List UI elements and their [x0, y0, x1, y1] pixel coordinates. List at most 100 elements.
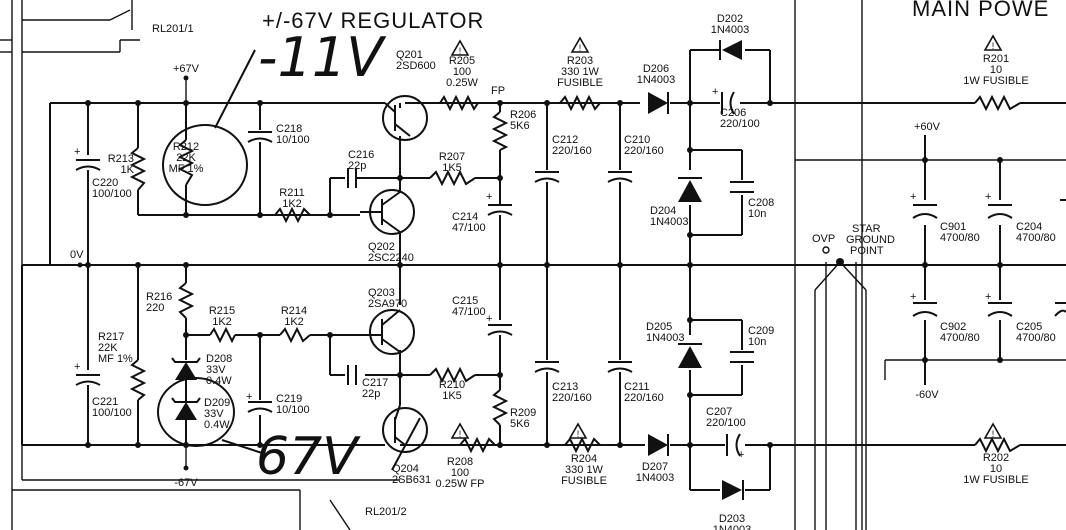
circuit-title: +/-67V REGULATOR — [262, 8, 484, 33]
r213-symbol — [129, 147, 147, 191]
warning-icon-r208: ! — [450, 422, 470, 439]
c221-label-1: 100/100 — [92, 407, 132, 419]
r202-label-0: R202 — [983, 452, 1009, 464]
r201-label-2: 1W FUSIBLE — [963, 75, 1028, 87]
star-ground-point — [814, 246, 867, 530]
r217-label-2: MF 1% — [98, 353, 133, 365]
c216-label-0: C216 — [348, 149, 374, 161]
q204-label-1: 2SB631 — [392, 474, 431, 486]
star-label-2: GROUND — [846, 234, 895, 246]
c902-label-0: C902 — [940, 321, 966, 333]
c214-symbol: + — [486, 191, 513, 222]
svg-text:+: + — [712, 86, 718, 98]
r202-symbol — [974, 436, 1021, 454]
r207-symbol — [429, 169, 476, 187]
svg-text:+: + — [910, 191, 916, 203]
r202-label-2: 1W FUSIBLE — [963, 474, 1028, 486]
r213-label-1: 1K — [121, 164, 135, 176]
r208-label-2: 0.25W FP — [436, 478, 485, 490]
q203-symbol — [360, 309, 415, 355]
c213-symbol — [534, 361, 560, 380]
c901-label-1: 4700/80 — [940, 232, 980, 244]
r210-label-0: R210 — [439, 379, 465, 391]
c211-label-1: 220/160 — [624, 392, 664, 404]
d207-symbol — [648, 434, 669, 456]
r209-label-1: 5K6 — [510, 418, 530, 430]
d205-label-0: D205 — [646, 321, 672, 333]
d204-label-0: D204 — [650, 205, 676, 217]
r215-symbol — [209, 326, 236, 344]
r212-symbol — [177, 139, 195, 186]
c221-label-0: C221 — [92, 396, 118, 408]
c205-label-0: C205 — [1016, 321, 1042, 333]
svg-text:+: + — [738, 449, 744, 461]
c209-symbol — [730, 351, 754, 363]
svg-text:+: + — [74, 361, 80, 373]
d209-label-0: D209 — [204, 397, 230, 409]
r212-label-1: 22K — [176, 152, 196, 164]
d209-symbol — [171, 380, 201, 445]
annotation-top-text: -11V — [258, 26, 387, 89]
c213-label-1: 220/160 — [552, 392, 592, 404]
junction-dots — [85, 100, 1003, 448]
r204-label-0: R204 — [571, 453, 597, 465]
r206-symbol — [491, 111, 509, 151]
r203-label-2: FUSIBLE — [557, 77, 603, 89]
r205-label-2: 0.25W — [446, 77, 478, 89]
rail-neg60-label: -60V — [915, 389, 939, 401]
warning-icon-r205: ! — [450, 39, 470, 56]
q202-symbol — [360, 189, 415, 235]
r201-symbol — [974, 94, 1021, 112]
q201-label-1: 2SD600 — [396, 60, 436, 72]
svg-text:!: ! — [579, 43, 582, 53]
warning-icon-r204: ! — [568, 422, 588, 439]
handwritten-annotations: -11V 67V — [157, 26, 421, 487]
annotation-circle-bottom — [157, 377, 235, 447]
c211-label-0: C211 — [624, 381, 649, 393]
rail-neg67-label: -67V — [174, 477, 198, 489]
star-label-3: POINT — [850, 245, 884, 257]
annotation-stroke-top — [214, 49, 256, 129]
c219-symbol: + — [246, 391, 273, 413]
svg-text:+: + — [246, 391, 252, 403]
q204-symbol — [382, 404, 428, 453]
r203-label-1: 330 1W — [561, 66, 600, 78]
annotation-stroke-bottom — [221, 439, 263, 454]
c210-symbol — [607, 171, 633, 190]
c902-symbol: + — [910, 291, 938, 317]
c219-label-0: C219 — [276, 393, 302, 405]
c214-label-1: 47/100 — [452, 222, 486, 234]
svg-text:+: + — [486, 313, 492, 325]
r214-symbol — [279, 326, 311, 344]
r214-label-1: 1K2 — [284, 316, 304, 328]
r205-symbol — [439, 94, 479, 112]
relay-rl201-1: RL201/1 — [22, 0, 194, 53]
c209-label-1: 10n — [748, 336, 766, 348]
rail-zero-label: 0V — [70, 249, 84, 261]
svg-text:+: + — [985, 291, 991, 303]
r212-label-2: MF 1% — [169, 163, 204, 175]
c901-label-0: C901 — [940, 221, 966, 233]
c209-label-0: C209 — [748, 325, 774, 337]
svg-text:+: + — [74, 146, 80, 158]
c208-symbol — [730, 181, 754, 193]
warning-icon-r202: ! — [983, 422, 1003, 439]
r207-label-0: R207 — [439, 151, 465, 163]
c215-symbol: + — [486, 313, 513, 345]
svg-text:!: ! — [992, 41, 995, 51]
c214-label-0: C214 — [452, 211, 478, 223]
d204-symbol — [678, 177, 702, 202]
diode-symbols — [171, 40, 744, 500]
c217-label-1: 22p — [362, 388, 380, 400]
q201-label-0: Q201 — [396, 49, 423, 61]
r209-label-0: R209 — [510, 407, 536, 419]
d202-label-1: 1N4003 — [711, 24, 750, 36]
rail-pos67-label: +67V — [173, 63, 200, 75]
q204-label-0: Q204 — [392, 463, 419, 475]
relay-bottom-label: RL201/2 — [365, 506, 407, 518]
capacitor-symbols: + + + + + + + + + + + — [74, 86, 1066, 461]
r211-label-0: R211 — [279, 187, 304, 199]
c206-label-1: 220/100 — [720, 118, 760, 130]
c204-symbol: + — [985, 191, 1013, 219]
